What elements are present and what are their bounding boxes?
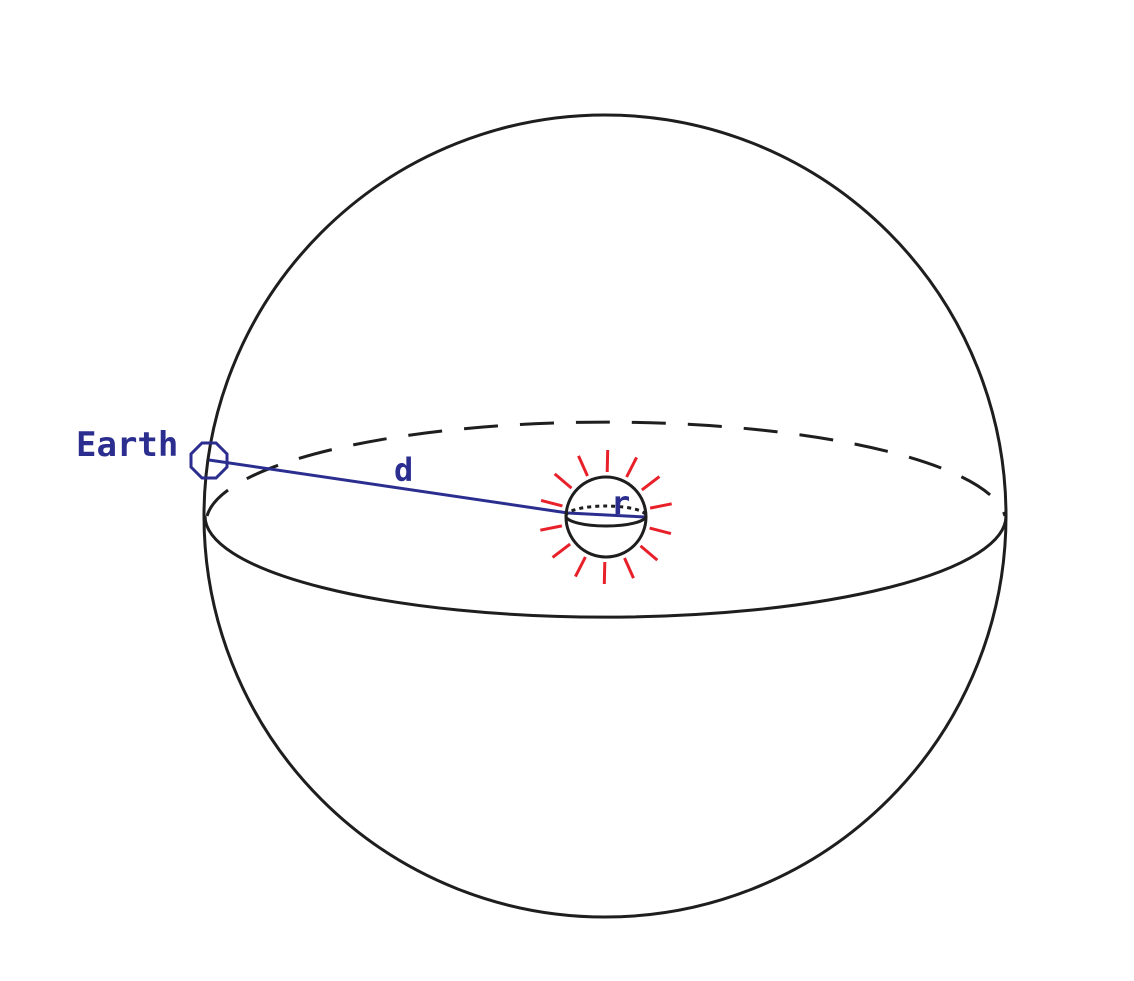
radius-label: r	[611, 484, 630, 522]
star-equator-back	[564, 504, 648, 517]
star-ray	[649, 502, 672, 510]
star-ray	[605, 449, 610, 473]
star-ray	[640, 475, 661, 492]
distance-label: d	[394, 451, 413, 489]
large-sphere-equator-front	[203, 515, 1008, 619]
star-ray	[602, 561, 607, 585]
star-equator-front	[564, 515, 648, 528]
star-ray	[639, 544, 659, 562]
star-ray	[540, 524, 563, 532]
star-ray	[540, 498, 563, 508]
radius-line	[567, 511, 646, 519]
star-ray	[574, 556, 587, 578]
star-ray	[553, 472, 573, 490]
star-ray	[649, 526, 672, 536]
distance-line	[208, 458, 569, 515]
earth-label: Earth	[76, 425, 178, 465]
star-ray	[551, 542, 572, 559]
star-ray	[577, 455, 589, 477]
star-ray	[623, 557, 635, 579]
star-rays	[540, 449, 672, 585]
star	[540, 449, 672, 585]
earth-marker	[189, 441, 229, 480]
large-sphere-equator-back	[205, 420, 1007, 517]
star-ray	[625, 456, 638, 478]
